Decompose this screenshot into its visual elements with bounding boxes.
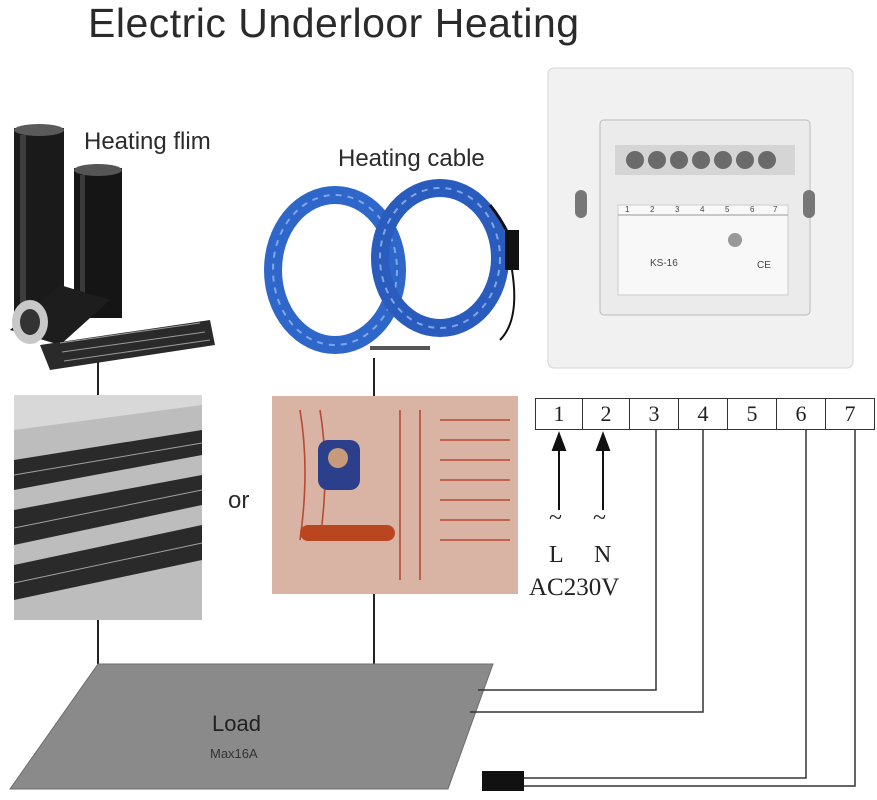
svg-text:2: 2 <box>650 205 655 214</box>
heating-film-label: Heating flim <box>84 128 211 155</box>
terminal-5: 5 <box>727 398 777 430</box>
svg-text:4: 4 <box>700 205 705 214</box>
supply-l-label: L <box>549 542 564 568</box>
terminal-3: 3 <box>629 398 679 430</box>
terminal-4: 4 <box>678 398 728 430</box>
thermostat-image <box>547 67 854 369</box>
thermostat-model-text: KS-16 <box>650 258 678 269</box>
heating-cable-coils-image <box>264 179 519 354</box>
terminal-7: 7 <box>825 398 875 430</box>
terminal-2: 2 <box>582 398 630 430</box>
diagram-title: Electric Underloor Heating <box>88 0 580 46</box>
installed-heating-cable-image <box>272 396 518 594</box>
load-max-label: Max16A <box>210 746 258 761</box>
supply-tilde-l: ~ <box>549 505 562 531</box>
thermostat-top-terminal-numbers: 1 2 3 4 5 6 7 <box>625 205 778 214</box>
supply-tilde-n: ~ <box>593 505 606 531</box>
svg-text:1: 1 <box>625 205 630 214</box>
supply-n-label: N <box>594 542 612 568</box>
load-plate <box>9 663 494 790</box>
svg-text:5: 5 <box>725 205 730 214</box>
heating-cable-label: Heating cable <box>338 145 485 172</box>
svg-text:3: 3 <box>675 205 680 214</box>
installed-heating-film-image <box>13 395 203 620</box>
floor-sensor-probe <box>482 771 524 791</box>
svg-text:7: 7 <box>773 205 778 214</box>
supply-voltage-label: AC230V <box>529 574 620 601</box>
terminal-6: 6 <box>776 398 826 430</box>
thermostat-ce-mark: CE <box>757 260 771 271</box>
load-label: Load <box>212 711 261 736</box>
supply-arrows <box>551 431 611 510</box>
heating-film-rolls-image <box>10 124 215 370</box>
terminal-1: 1 <box>535 398 583 430</box>
svg-text:6: 6 <box>750 205 755 214</box>
or-label: or <box>228 487 250 514</box>
terminal-wires <box>470 430 856 787</box>
